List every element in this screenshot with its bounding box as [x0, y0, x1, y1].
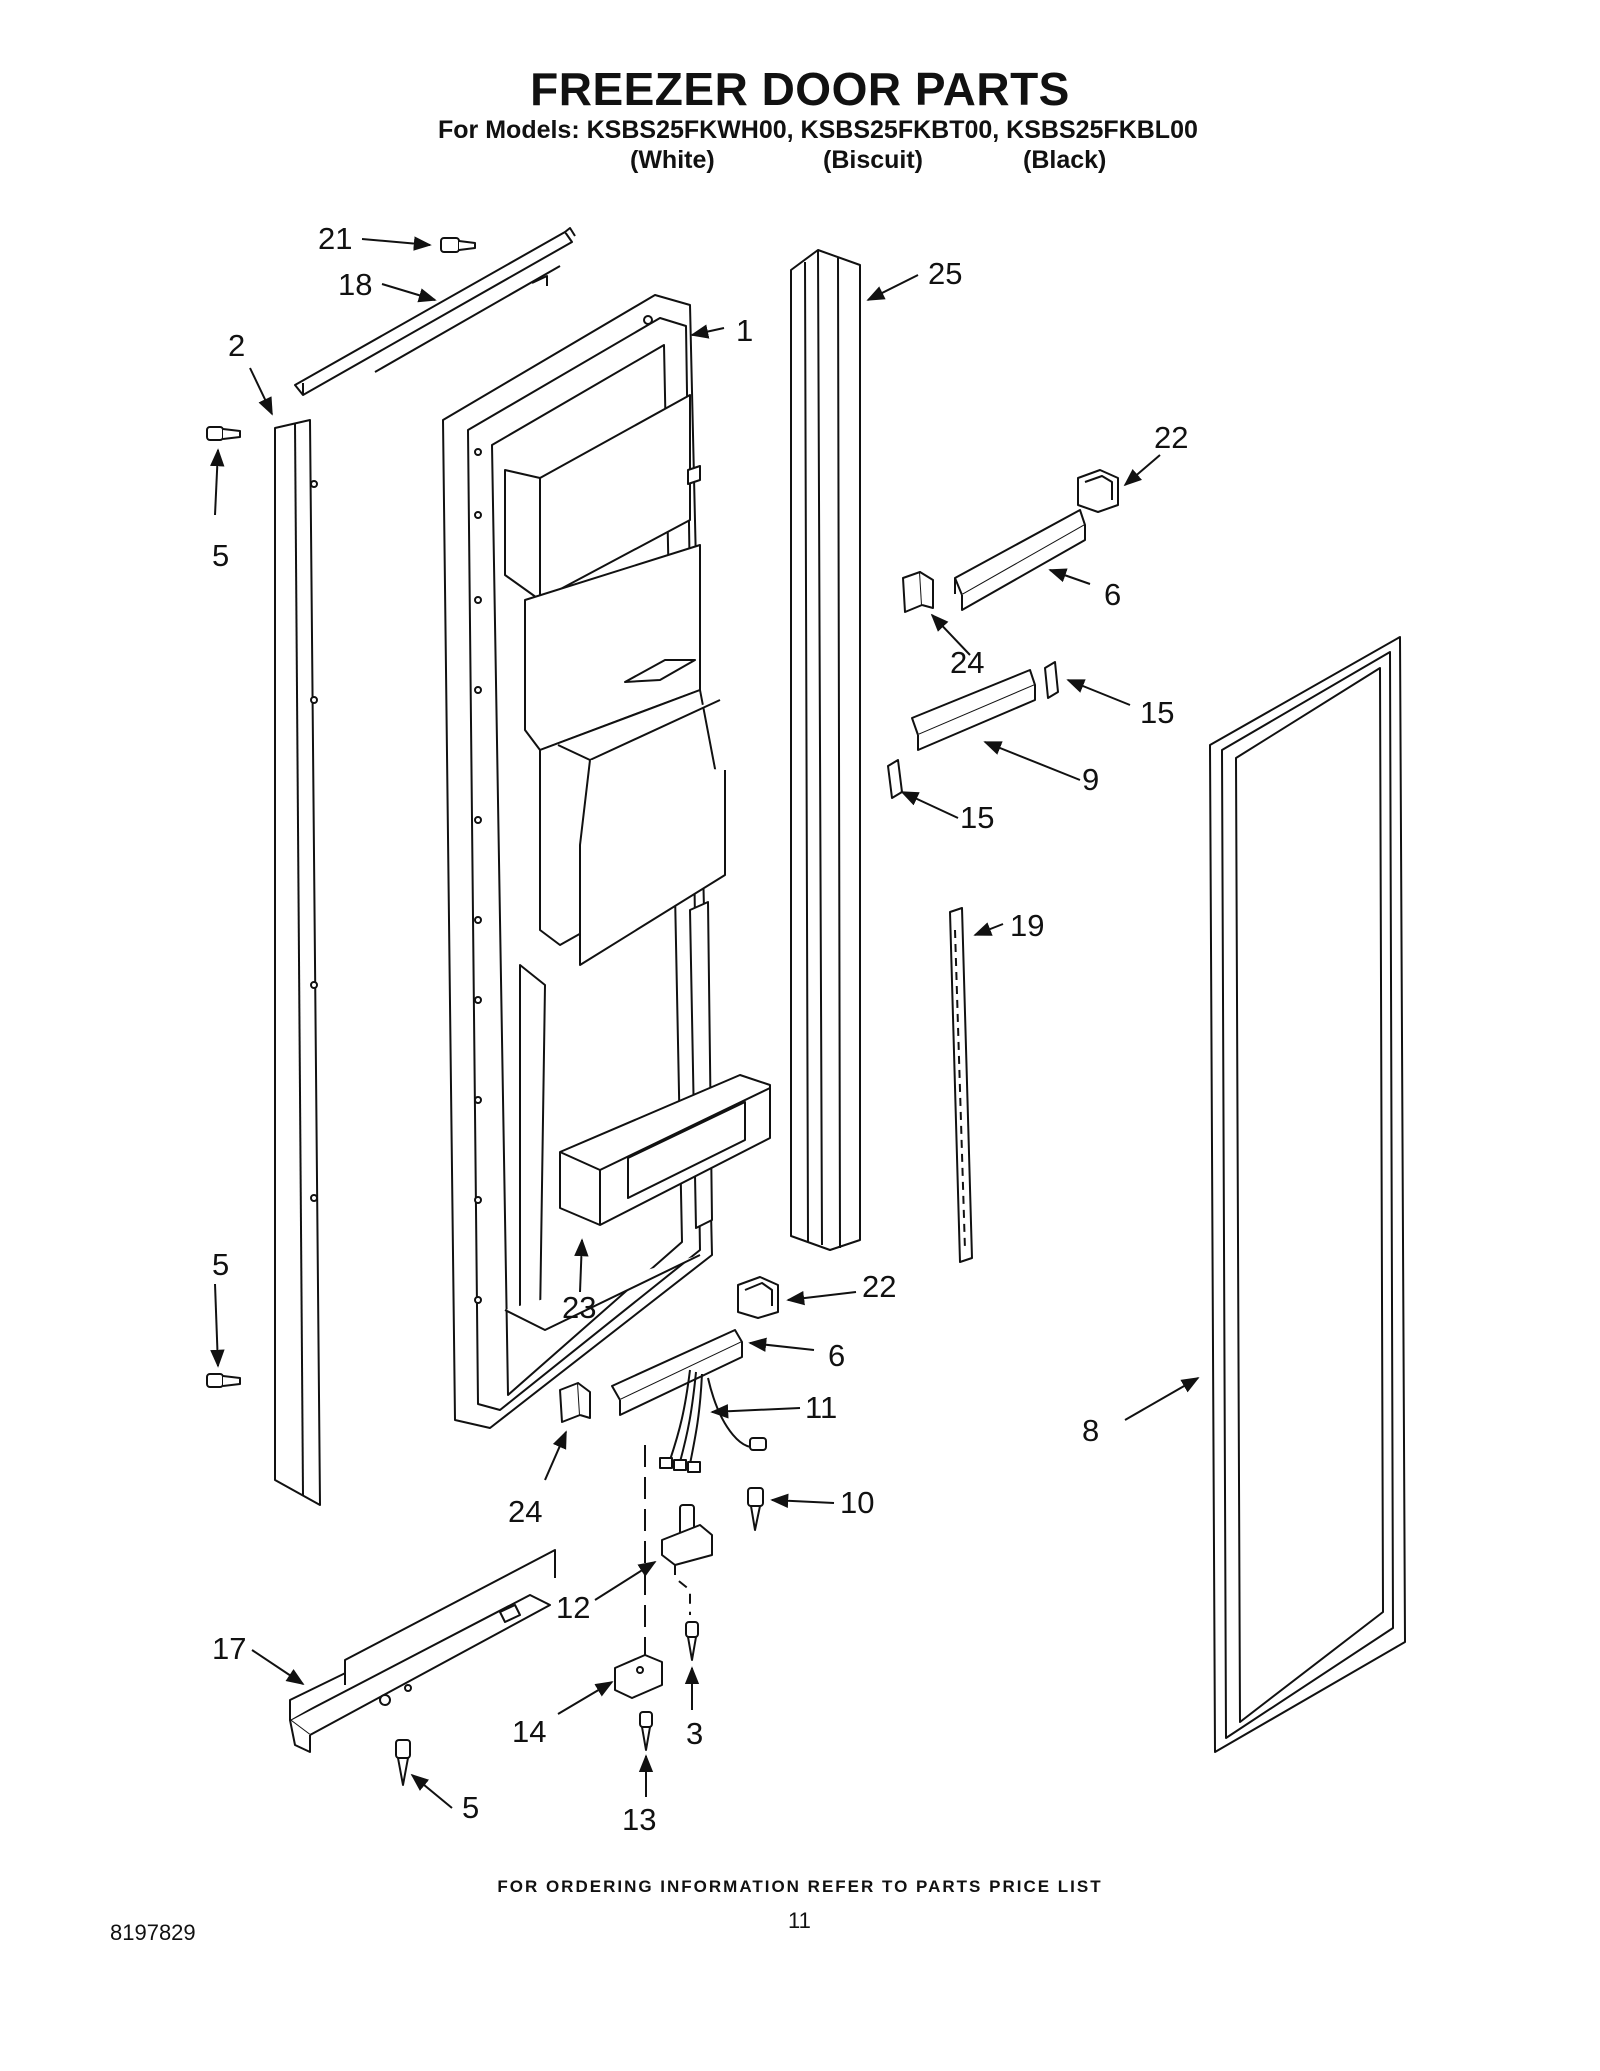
part-5-screw-bottom [395, 1739, 411, 1786]
callout-21: 21 [318, 221, 352, 256]
models-line: For Models: KSBS25FKWH00, KSBS25FKBT00, … [438, 116, 1198, 144]
callout-24-upper: 24 [950, 645, 984, 680]
part-21-screw [440, 237, 476, 253]
callout-24-lower: 24 [508, 1494, 542, 1529]
part-9-channel [911, 669, 1036, 751]
part-24-cam-lower [559, 1382, 591, 1423]
part-24-cam-upper [902, 571, 934, 613]
page-number: 11 [788, 1908, 811, 1933]
part-5-screw-lower [206, 1373, 241, 1388]
part-22-cam-lower [737, 1276, 779, 1319]
callout-25: 25 [928, 256, 962, 291]
part-8-door-gasket [1209, 636, 1406, 1753]
callout-17: 17 [212, 1631, 246, 1666]
callout-2: 2 [228, 328, 245, 363]
part-6-channel-lower [611, 1329, 743, 1416]
callout-8: 8 [1082, 1413, 1099, 1448]
part-19-vertical-rail [949, 907, 973, 1263]
part-14-bracket [614, 1654, 663, 1699]
callout-15-upper: 15 [1140, 695, 1174, 730]
callout-14: 14 [512, 1714, 546, 1749]
part-1-door-liner [442, 294, 726, 1429]
callout-15-lower: 15 [960, 800, 994, 835]
variant-black: (Black) [1023, 146, 1107, 174]
variant-white: (White) [630, 146, 715, 174]
callout-23: 23 [562, 1290, 596, 1325]
part-15-endcap-lower [887, 759, 903, 799]
callout-6-lower: 6 [828, 1338, 845, 1373]
part-10-screw [747, 1487, 764, 1531]
callout-10: 10 [840, 1485, 874, 1520]
callout-13: 13 [622, 1802, 656, 1837]
part-17-bottom-trim [289, 1549, 556, 1753]
callout-5-bottom: 5 [462, 1790, 479, 1825]
part-15-endcap-upper [1044, 661, 1059, 699]
callout-19: 19 [1010, 908, 1044, 943]
part-5-screw-upper [206, 426, 241, 441]
part-25-vertical-strip [790, 249, 861, 1251]
page-title: FREEZER DOOR PARTS [530, 63, 1070, 115]
part-11-wire-harness [659, 1369, 767, 1473]
callout-11: 11 [805, 1390, 837, 1425]
document-number: 8197829 [110, 1920, 196, 1945]
part-18-top-trim [294, 227, 576, 396]
part-6-channel-upper [954, 509, 1086, 611]
callout-1: 1 [736, 313, 753, 348]
part-12-hinge-pin [661, 1504, 713, 1566]
part-3-screw [685, 1621, 699, 1661]
callout-12: 12 [556, 1590, 590, 1625]
callout-22-lower: 22 [862, 1269, 896, 1304]
callout-3: 3 [686, 1716, 703, 1751]
part-22-cam-upper [1077, 469, 1119, 513]
part-2-side-trim [274, 419, 321, 1506]
callout-5-upper: 5 [212, 538, 229, 573]
part-23-door-bin [559, 1074, 771, 1226]
callout-22-upper: 22 [1154, 420, 1188, 455]
variant-biscuit: (Biscuit) [823, 146, 923, 174]
part-13-screw [639, 1711, 653, 1751]
callout-9: 9 [1082, 762, 1099, 797]
callout-5-lower: 5 [212, 1247, 229, 1282]
ordering-note: FOR ORDERING INFORMATION REFER TO PARTS … [497, 1877, 1103, 1896]
callout-6-upper: 6 [1104, 577, 1121, 612]
callout-18: 18 [338, 267, 372, 302]
